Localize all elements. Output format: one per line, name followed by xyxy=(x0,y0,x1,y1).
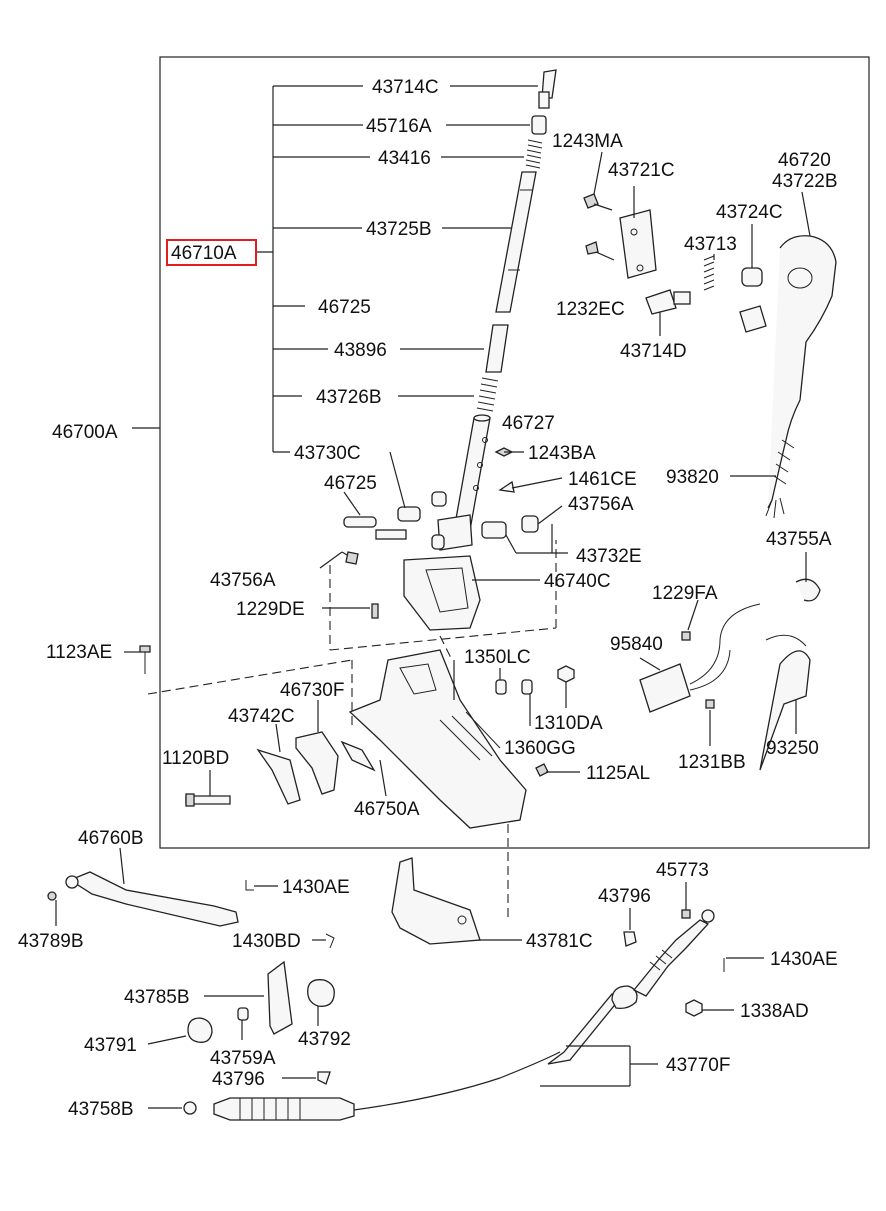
label-45773: 45773 xyxy=(656,860,709,881)
label-1430BD: 1430BD xyxy=(232,931,301,952)
label-43770F: 43770F xyxy=(666,1055,730,1076)
label-46725-upper: 46725 xyxy=(318,297,371,318)
label-1125AL: 1125AL xyxy=(586,763,650,784)
label-43756A-right: 43756A xyxy=(568,494,634,515)
label-1123AE: 1123AE xyxy=(46,642,112,663)
assembly-frame xyxy=(159,56,870,849)
rod-small-parts xyxy=(343,447,568,554)
label-1231BB: 1231BB xyxy=(678,752,746,773)
knob-assembly xyxy=(583,151,837,519)
label-43416: 43416 xyxy=(378,148,431,169)
label-43785B: 43785B xyxy=(124,987,190,1008)
label-1229DE: 1229DE xyxy=(236,599,305,620)
label-43796-right: 43796 xyxy=(598,886,651,907)
label-43726B: 43726B xyxy=(316,387,382,408)
label-43759A: 43759A xyxy=(210,1048,276,1069)
label-43896: 43896 xyxy=(334,340,387,361)
label-1120BD: 1120BD xyxy=(162,748,229,769)
label-43730C: 43730C xyxy=(294,443,361,464)
label-43724C: 43724C xyxy=(716,202,783,223)
label-43755A: 43755A xyxy=(766,529,832,550)
part-labels: 43714C 45716A 43416 43725B 46710A 46725 … xyxy=(18,77,838,1120)
label-46710A: 46710A xyxy=(171,243,237,264)
label-1430AE-left: 1430AE xyxy=(282,877,350,898)
shift-rod xyxy=(437,69,557,551)
label-45716A: 45716A xyxy=(366,116,432,137)
lever-bracket-lines xyxy=(132,85,538,453)
label-46740C: 46740C xyxy=(544,571,611,592)
label-43758B: 43758B xyxy=(68,1099,134,1120)
label-43796-bottom: 43796 xyxy=(212,1069,265,1090)
label-46720: 46720 xyxy=(778,150,831,171)
label-1338AD: 1338AD xyxy=(740,1001,809,1022)
label-95840: 95840 xyxy=(610,634,663,655)
label-43742C: 43742C xyxy=(228,706,295,727)
label-46727: 46727 xyxy=(502,413,555,434)
label-46730F: 46730F xyxy=(280,680,344,701)
label-46750A: 46750A xyxy=(354,799,420,820)
label-46700A: 46700A xyxy=(52,422,118,443)
label-43756A-left: 43756A xyxy=(210,570,276,591)
label-1243BA: 1243BA xyxy=(528,443,596,464)
label-93820: 93820 xyxy=(666,467,719,488)
label-1229FA: 1229FA xyxy=(652,583,718,604)
label-1243MA: 1243MA xyxy=(552,131,623,152)
label-46725-lower: 46725 xyxy=(324,473,377,494)
label-43722B: 43722B xyxy=(772,171,838,192)
label-1430AE-right: 1430AE xyxy=(770,949,838,970)
label-43714D: 43714D xyxy=(620,341,687,362)
highlight-box xyxy=(166,239,257,266)
label-1350LC: 1350LC xyxy=(464,647,531,668)
indicator-and-base xyxy=(124,540,580,829)
label-46760B: 46760B xyxy=(78,828,144,849)
label-1360GG: 1360GG xyxy=(504,738,576,759)
label-43725B: 43725B xyxy=(366,219,432,240)
label-43789B: 43789B xyxy=(18,931,84,952)
label-43781C: 43781C xyxy=(526,931,593,952)
label-1310DA: 1310DA xyxy=(534,713,603,734)
label-1232EC: 1232EC xyxy=(556,299,625,320)
label-43714C: 43714C xyxy=(372,77,439,98)
label-43732E: 43732E xyxy=(576,546,642,567)
label-43713: 43713 xyxy=(684,234,737,255)
label-43791: 43791 xyxy=(84,1035,137,1056)
label-93250: 93250 xyxy=(766,738,819,759)
label-1461CE: 1461CE xyxy=(568,469,637,490)
switch-harness xyxy=(639,552,821,771)
label-43721C: 43721C xyxy=(608,160,675,181)
label-43792: 43792 xyxy=(298,1029,351,1050)
cable-section xyxy=(47,824,764,1121)
